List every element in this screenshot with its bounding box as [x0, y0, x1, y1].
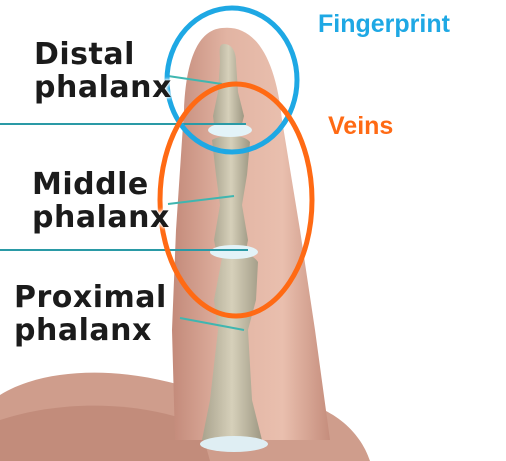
dip-joint [208, 123, 252, 137]
proximal-label-line1: Proximal [14, 281, 167, 314]
distal-phalanx-label: Distal phalanx [34, 38, 172, 104]
proximal-label-line2: phalanx [14, 314, 167, 347]
distal-label-line2: phalanx [34, 71, 172, 104]
middle-label-line1: Middle [32, 168, 170, 201]
mcp-joint [200, 436, 268, 452]
middle-phalanx-label: Middle phalanx [32, 168, 170, 234]
fingerprint-label: Fingerprint [318, 10, 450, 39]
middle-label-line2: phalanx [32, 201, 170, 234]
pip-joint [210, 245, 258, 259]
proximal-phalanx-label: Proximal phalanx [14, 281, 167, 347]
veins-label: Veins [328, 112, 393, 141]
distal-label-line1: Distal [34, 38, 172, 71]
